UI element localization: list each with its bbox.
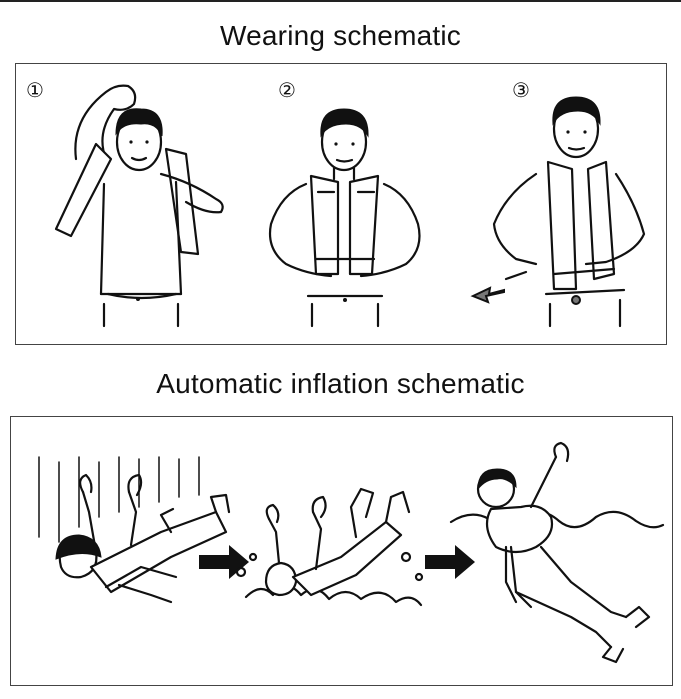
figure-2 [268, 108, 421, 328]
floating-person [449, 441, 665, 664]
inflation-illustration [38, 441, 665, 664]
wearing-title: Wearing schematic [220, 20, 461, 51]
inflation-panel [10, 416, 673, 686]
splashing-person [235, 487, 424, 607]
wearing-illustration [54, 84, 646, 328]
arrow-right-icon [199, 545, 249, 579]
top-divider [0, 0, 681, 2]
figure-1 [54, 84, 224, 328]
falling-lines [38, 456, 200, 543]
step-2-label: ② [278, 78, 296, 102]
figure-3 [470, 96, 646, 328]
falling-person [55, 473, 231, 604]
arrow-right-icon-2 [425, 545, 475, 579]
step-1-label: ① [26, 78, 44, 102]
inflation-title: Automatic inflation schematic [156, 368, 525, 399]
wearing-panel: ① ② ③ [15, 63, 667, 345]
step-3-label: ③ [512, 78, 530, 102]
